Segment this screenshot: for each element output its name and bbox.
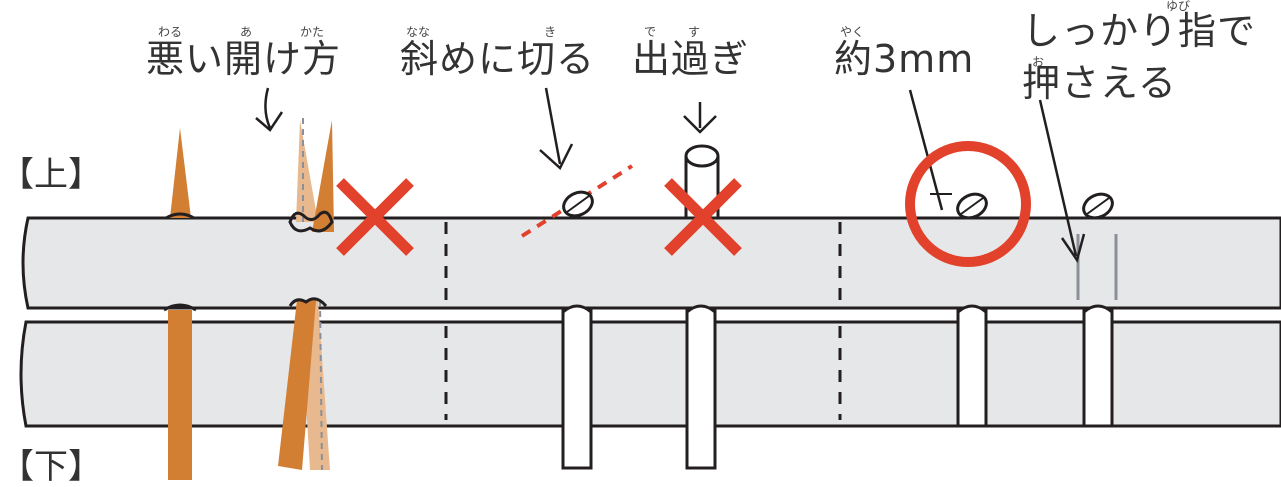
tube-lower [1082,308,1114,428]
furigana-waru: わる [158,25,183,39]
label-lower: 【下】 [0,447,102,487]
tube-lower-top [957,304,987,314]
pointer-arrow-head [683,115,717,134]
label-diagonal-cut: 斜めに切る [400,37,596,81]
torn-hole-upper [288,210,334,233]
awl-tip-upper-tilted [312,120,334,232]
tube-lower-top [686,304,716,314]
awl-shaft-lower-tilted [278,300,316,470]
tube-hole-line [1086,197,1110,215]
pointer-arrow-line [544,87,562,165]
furigana-yubi: ゆび [1166,0,1191,13]
tube-hole-line [960,197,984,215]
furigana-su: す [688,25,701,39]
tube-lower-top [562,304,592,314]
pointer-arrow-line [1038,99,1078,257]
label-bad-opening: 悪い開け方 [146,37,342,81]
protruding-tube-top [684,144,720,168]
furigana-a: あ [240,25,253,39]
pointer-arrow-head [539,143,574,171]
label-protrude: 出過ぎ [632,37,750,81]
awl-tip-upper [170,128,191,218]
tube-lower [561,308,593,470]
tube-lower [956,308,988,428]
tube-lower-top [1083,304,1113,314]
label-press-line2: 押さえる [1022,61,1177,105]
furigana-de: で [644,25,657,39]
pointer-arrow-icon [255,87,284,132]
furigana-naname: なな [406,25,431,39]
upper-strip [21,216,1281,310]
correct-circle-icon [905,141,1031,267]
awl-shaft-lower [168,310,192,480]
label-press-line1: しっかり指で [1022,9,1257,53]
label-approx-3mm: 約3mm [834,37,975,81]
hole-bump [165,212,195,220]
tube-hole-line [566,195,590,213]
diagonal-cut-red-dashed [520,164,634,238]
pointer-line [908,89,944,211]
hole-bump [163,303,197,312]
tube-lower [685,308,717,470]
torn-paper-light [296,120,318,222]
furigana-o: お [1032,55,1045,69]
wrong-cross-icon [664,178,742,256]
label-upper: 【上】 [0,155,102,195]
furigana-kata: かた [300,25,325,39]
pointer-arrow-head [1060,233,1086,263]
wrong-cross-icon [336,178,414,256]
furigana-ki: き [544,25,557,39]
torn-hole-lower [288,297,328,307]
furigana-yaku: やく [840,25,865,39]
